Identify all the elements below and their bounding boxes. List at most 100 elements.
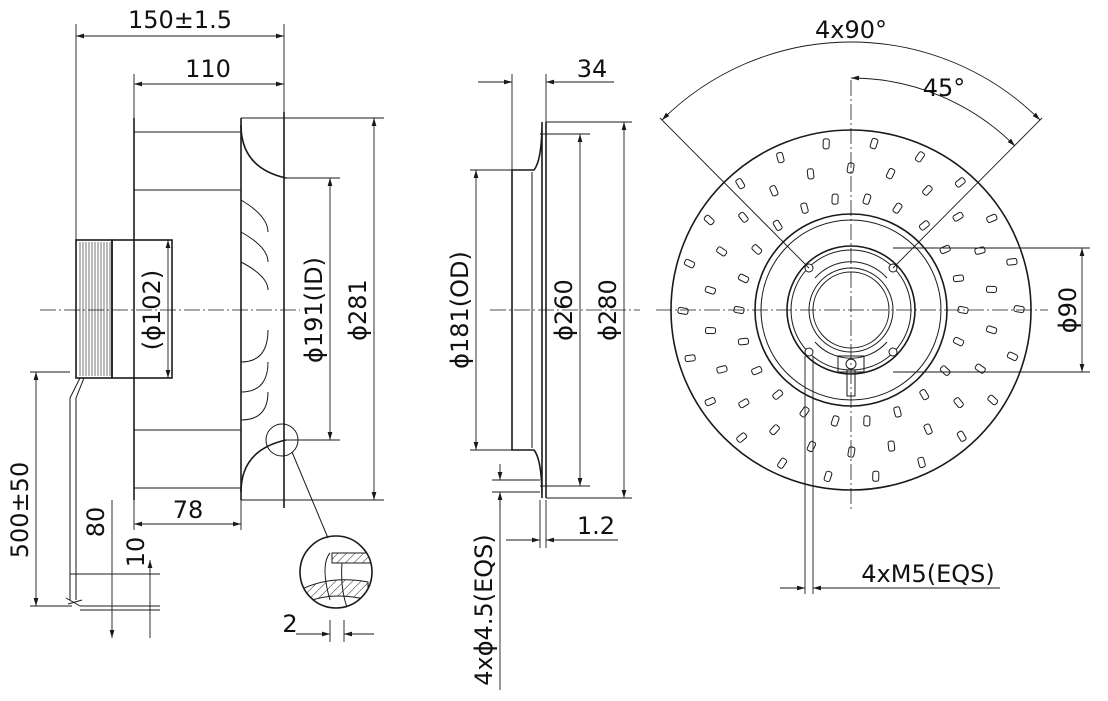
blade-tip [806, 440, 817, 453]
blade-curve [240, 361, 269, 393]
dim-cable-strip: 80 [82, 507, 110, 538]
blade-tip [885, 168, 896, 180]
blade-tip [677, 306, 689, 315]
blade-tip [777, 457, 788, 469]
blade-tip [846, 162, 855, 174]
blade-tip [887, 440, 896, 452]
inlet-cone-bottom [240, 439, 287, 493]
blade-tip [956, 430, 967, 442]
blade-tip [769, 185, 779, 197]
blade-tip [735, 178, 746, 190]
blade-tip [893, 406, 902, 418]
blade-tip [1013, 305, 1025, 314]
blade-tip [917, 456, 926, 469]
blade-tip [987, 394, 999, 406]
blade-tip [800, 202, 809, 214]
detail-view [299, 535, 373, 609]
blade-tip [985, 325, 998, 335]
blade-tip [772, 219, 783, 231]
blade-tip [736, 432, 748, 443]
blade-tip [776, 151, 785, 164]
blade-tip [733, 305, 745, 315]
blade-tip [974, 363, 986, 374]
dim-hub-length: 78 [173, 496, 204, 524]
blade-tip [822, 138, 830, 150]
dim-threads: 4xM5(EQS) [861, 560, 994, 588]
blade-tip [919, 388, 930, 401]
blade-tip [957, 305, 969, 315]
dim-wheel-od: ϕ281 [344, 279, 372, 341]
blade-tip [923, 423, 933, 435]
blade-tip [952, 211, 964, 222]
dim-wire-strip: 10 [122, 537, 150, 568]
blade-tip [704, 285, 717, 295]
dim-ring-depth: 34 [577, 55, 608, 83]
dim-inlet-id: ϕ191(ID) [300, 257, 328, 363]
dim-angle-offset: 45° [923, 74, 966, 102]
blade-tip [953, 397, 964, 409]
blade-tip [703, 214, 715, 226]
dim-angle-spacing: 4x90° [815, 16, 887, 44]
dim-hole-circle: ϕ260 [550, 279, 578, 341]
motor-fins [75, 239, 113, 379]
blade-tip [806, 168, 815, 180]
blade-tip [952, 274, 965, 283]
blade-tip [737, 337, 750, 346]
dim-motor-diameter: (ϕ102) [138, 270, 166, 350]
blade-tip [954, 177, 966, 188]
blade-curve [240, 231, 269, 263]
blade-tip [704, 327, 717, 335]
side-view: 150±1.5 110 78 (ϕ102) ϕ191(ID) ϕ281 500±… [6, 6, 384, 642]
blade-tip [704, 397, 716, 407]
blade-curve [240, 199, 269, 233]
blade-tip [939, 244, 951, 255]
blade-tip [716, 365, 728, 374]
blade-tips [677, 137, 1025, 483]
blade-tip [914, 151, 925, 163]
dim-wheel-length: 110 [185, 55, 231, 83]
dim-flange-dia: ϕ280 [594, 279, 622, 341]
blade-tip [769, 424, 780, 436]
blade-tip [1006, 351, 1019, 362]
blade-curve [240, 329, 269, 363]
dim-detail-thickness: 2 [282, 610, 297, 638]
blade-tip [684, 354, 696, 363]
blade-tip [830, 415, 840, 427]
blade-tip [918, 220, 930, 231]
blade-tip [772, 389, 784, 400]
blade-tip [952, 336, 965, 347]
bolt-hole [888, 347, 898, 357]
blade-tip [1006, 257, 1018, 266]
inlet-cone-top [240, 124, 287, 179]
blade-tip [823, 470, 833, 483]
blade-tip [751, 244, 763, 255]
dim-sheet-thickness: 1.2 [577, 512, 615, 540]
blade-tip [922, 184, 933, 196]
blade-tip [751, 366, 763, 376]
blade-tip [939, 365, 951, 376]
blade-tip [869, 137, 879, 150]
blade-tip [892, 202, 903, 214]
blade-tip [831, 193, 839, 205]
detail-marker [265, 423, 299, 457]
blade-tip [738, 211, 749, 223]
dim-bolt-circle: ϕ90 [1054, 287, 1082, 333]
bolt-hole [804, 347, 814, 357]
blade-tip [683, 258, 696, 269]
cable [69, 377, 81, 600]
front-view: 4x90° 45° ϕ90 4xM5(EQS) [656, 16, 1090, 594]
blade-tip [986, 213, 998, 224]
blade-tip [872, 470, 880, 482]
inlet-ring-view: 34 ϕ181(OD) ϕ260 ϕ280 1.2 4xϕ4.5(EQS) [446, 55, 640, 690]
motor-fin-lines [79, 242, 111, 376]
blade-curve [240, 391, 269, 421]
blade-tip [847, 446, 856, 458]
motor-body [111, 239, 173, 379]
blade-tip [985, 285, 998, 293]
dim-ring-holes: 4xϕ4.5(EQS) [470, 534, 498, 686]
dim-overall-length: 150±1.5 [128, 6, 232, 34]
dim-ring-od: ϕ181(OD) [446, 251, 474, 369]
blade-tip [799, 406, 810, 418]
blade-tip [738, 398, 750, 409]
